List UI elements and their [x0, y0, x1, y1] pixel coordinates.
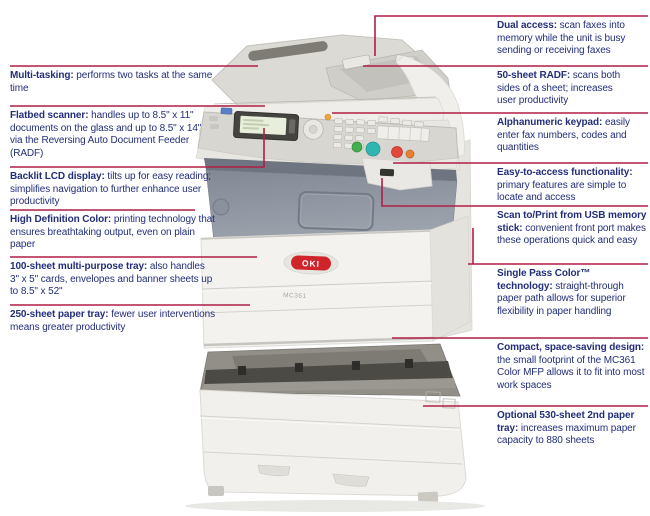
- model-text: MC361: [283, 292, 307, 300]
- callout-flatbed-scanner: Flatbed scanner: handles up to 8.5" x 11…: [10, 110, 215, 160]
- printer-body: OKI MC361: [200, 215, 471, 349]
- callout-multi-purpose-tray: 100-sheet multi-purpose tray: also handl…: [10, 261, 215, 299]
- usb-front-port: [361, 157, 433, 191]
- brand-text: OKI: [302, 258, 320, 269]
- callout-body: performs two tasks at the same time: [10, 70, 213, 94]
- usb-slot: [379, 168, 395, 177]
- callout-title: Flatbed scanner:: [10, 110, 89, 121]
- power-button: [405, 149, 415, 159]
- tray-grip-notch: [332, 473, 370, 487]
- callout-50-sheet-radf: 50-sheet RADF: scans both sides of a she…: [497, 70, 633, 108]
- callout-line-dual-access: [374, 15, 648, 56]
- paper-tray-seam: [202, 304, 433, 314]
- callout-easy-to-access: Easy-to-access functionality: primary fe…: [497, 167, 647, 205]
- callout-body: handles up to 8.5" x 11" documents on th…: [10, 110, 202, 159]
- callout-title: Backlit LCD display:: [10, 171, 105, 182]
- callout-body: printing technology that ensures breatht…: [10, 214, 215, 251]
- callout-title: Dual access:: [497, 20, 557, 31]
- one-touch-keys: [376, 125, 430, 142]
- callout-250-sheet-tray: 250-sheet paper tray: fewer user interve…: [10, 309, 215, 334]
- callout-multi-tasking: Multi-tasking: performs two tasks at the…: [10, 70, 215, 95]
- tray-grip-notch: [257, 464, 291, 476]
- callout-alphanumeric-keypad: Alphanumeric keypad: easily enter fax nu…: [497, 117, 647, 155]
- optional-tray-deck: [199, 343, 461, 397]
- callout-body: scan faxes into memory while the unit is…: [497, 20, 626, 57]
- callout-line-backlit-lcd: [10, 128, 265, 168]
- callout-title: Single Pass Color™ technology:: [497, 268, 591, 292]
- mp-tray-door: [201, 280, 433, 292]
- callout-title: Multi-tasking:: [10, 70, 74, 81]
- adf-exit-slot: [248, 41, 328, 61]
- callout-title: High Definition Color:: [10, 214, 112, 225]
- callout-body: convenient front port makes these operat…: [497, 222, 646, 247]
- callout-body: scans both sides of a sheet; increases u…: [497, 70, 621, 107]
- callout-title: 100-sheet multi-purpose tray:: [10, 261, 148, 272]
- callout-title: Scan to/Print from USB memory stick:: [497, 210, 647, 234]
- color-start-button: [365, 141, 381, 157]
- lcd-display: [233, 111, 300, 142]
- callout-title: 50-sheet RADF:: [497, 70, 571, 81]
- optional-paper-tray: [199, 389, 467, 504]
- callout-compact-design: Compact, space-saving design: the small …: [497, 342, 647, 392]
- callout-backlit-lcd: Backlit LCD display: tilts up for easy r…: [10, 171, 215, 209]
- callout-dual-access: Dual access: scan faxes into memory whil…: [497, 20, 647, 58]
- callout-high-definition-color: High Definition Color: printing technolo…: [10, 214, 215, 252]
- finger-recess: [212, 198, 230, 216]
- paper-stop-recess: [297, 190, 375, 232]
- callout-body: increases maximum paper capacity to 880 …: [497, 422, 636, 447]
- callout-single-pass-color: Single Pass Color™ technology: straight-…: [497, 268, 647, 318]
- callout-body: straight-through paper path allows for s…: [497, 280, 626, 317]
- callout-body: tilts up for easy reading; simplifies na…: [10, 171, 211, 208]
- stop-button: [391, 146, 403, 158]
- callout-title: 250-sheet paper tray:: [10, 309, 109, 320]
- status-button: [220, 107, 233, 115]
- printer-illustration: OKI MC361: [185, 34, 485, 512]
- attention-led: [324, 113, 332, 121]
- callout-body: easily enter fax numbers, codes and quan…: [497, 117, 630, 154]
- oki-logo: OKI: [283, 251, 339, 275]
- mono-start-button: [351, 141, 363, 153]
- callout-line-usb: [381, 178, 648, 207]
- callout-body: fewer user interventions means greater p…: [10, 309, 215, 333]
- callout-title: Alphanumeric keypad:: [497, 117, 603, 128]
- callout-optional-530-tray: Optional 530-sheet 2nd paper tray: incre…: [497, 410, 637, 448]
- callout-body: primary features are simple to locate an…: [497, 179, 627, 204]
- callout-body: also handles 3" x 5" cards, envelopes an…: [10, 261, 213, 298]
- callout-line-single-pass: [468, 228, 648, 265]
- ground-shadow: [185, 500, 485, 512]
- keypad: [302, 113, 430, 150]
- callout-body: the small footprint of the MC361 Color M…: [497, 354, 645, 391]
- callout-title: Optional 530-sheet 2nd paper tray:: [497, 410, 635, 434]
- callout-usb-memory-stick: Scan to/Print from USB memory stick: con…: [497, 210, 647, 248]
- callout-title: Compact, space-saving design:: [497, 342, 645, 353]
- callout-title: Easy-to-access functionality:: [497, 167, 633, 178]
